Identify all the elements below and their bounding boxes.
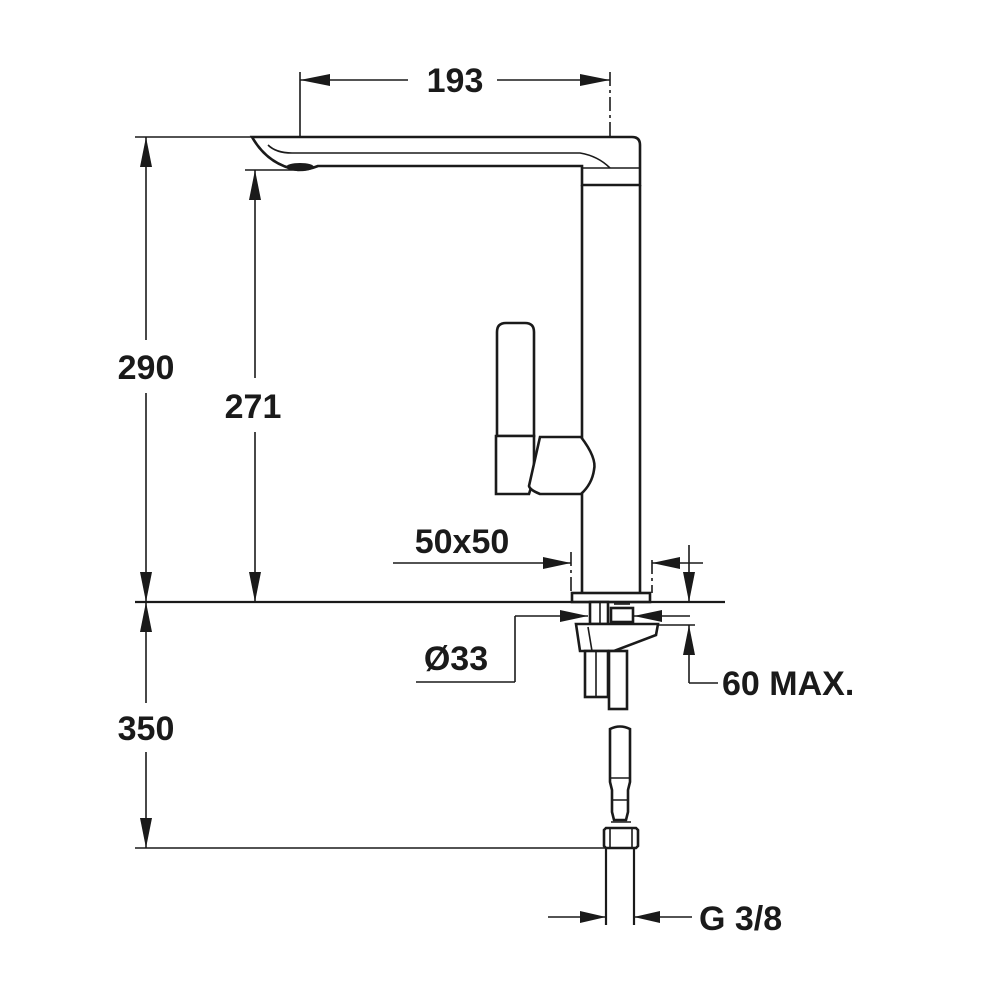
flexible-hose: [602, 725, 640, 925]
spout: [249, 135, 642, 187]
dimension-label-total-height: 290: [118, 349, 175, 387]
dimension-g-3-8: G 3/8: [548, 900, 782, 938]
dimension-290: 290: [118, 137, 175, 602]
lever-handle: [494, 321, 596, 496]
mounting-assembly: [574, 600, 660, 711]
dimension-label-spout-reach: 193: [427, 62, 484, 100]
dimension-60-max: 60 MAX.: [650, 545, 854, 703]
dimension-193: 193: [299, 62, 611, 188]
dimension-label-max-thickness: 60 MAX.: [722, 665, 854, 703]
dimension-350: 350: [118, 602, 175, 848]
dimension-diameter-33: Ø33: [416, 610, 690, 683]
dimension-label-hole-diameter: Ø33: [424, 640, 488, 678]
tap-body: [580, 185, 642, 592]
dimension-label-outlet-height: 271: [225, 388, 282, 426]
dimension-50x50: 50x50: [393, 523, 703, 593]
base-plate: [570, 591, 652, 604]
dimension-271: 271: [225, 170, 282, 602]
dimension-label-hose-length: 350: [118, 710, 175, 748]
dimension-label-connection-thread: G 3/8: [699, 900, 782, 938]
dimension-label-body-section: 50x50: [415, 523, 510, 561]
